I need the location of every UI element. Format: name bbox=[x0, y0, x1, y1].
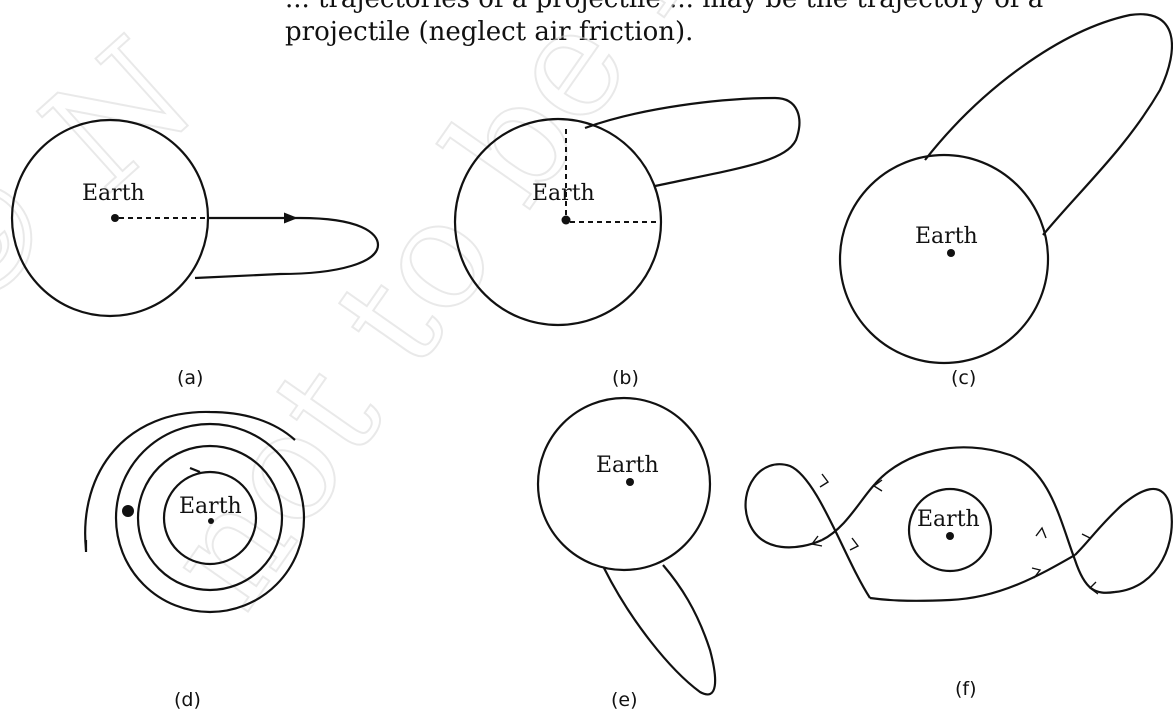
caption-line-1: ... trajectories of a projectile ... may… bbox=[285, 0, 1165, 14]
earth-label-f: Earth bbox=[917, 507, 980, 532]
watermark: © N not to be re bbox=[0, 0, 783, 638]
panel-a bbox=[10, 118, 380, 318]
earth-label-e: Earth bbox=[596, 453, 659, 478]
earth-circle-c bbox=[838, 153, 1050, 365]
panel-label-e: (e) bbox=[611, 689, 638, 711]
caption-line-2: projectile (neglect air friction). bbox=[285, 17, 694, 47]
trajectory-f-top bbox=[874, 446, 1116, 594]
panel-label-a: (a) bbox=[177, 367, 203, 389]
panel-label-f: (f) bbox=[955, 678, 977, 700]
trajectory-b bbox=[584, 96, 801, 188]
earth-center-a bbox=[111, 214, 119, 222]
orbit-middle bbox=[136, 444, 284, 592]
svg-text:not to be re: not to be re bbox=[131, 0, 782, 637]
panel-label-c: (c) bbox=[951, 367, 976, 389]
orbit-outermost-arc bbox=[84, 410, 296, 551]
panel-f bbox=[744, 446, 1173, 602]
trajectory-e bbox=[603, 564, 717, 696]
earth-label-a: Earth bbox=[82, 181, 145, 206]
arrow-f-8 bbox=[1088, 581, 1099, 595]
panel-d bbox=[84, 410, 306, 614]
earth-center-d bbox=[208, 518, 214, 524]
earth-circle-e bbox=[536, 396, 712, 572]
earth-label-d: Earth bbox=[179, 494, 242, 519]
panel-label-b: (b) bbox=[612, 367, 639, 389]
arrow-f-6 bbox=[1081, 533, 1092, 547]
trajectory-f-right-lobe bbox=[1074, 487, 1173, 594]
panel-b bbox=[453, 96, 801, 327]
orbit-outer bbox=[114, 422, 306, 614]
arrow-f-4 bbox=[849, 537, 860, 551]
arrow-f-3 bbox=[810, 535, 823, 547]
earth-center-c bbox=[947, 249, 955, 257]
earth-center-e bbox=[626, 478, 634, 486]
arrow-f-1 bbox=[819, 473, 830, 488]
trajectory-f-left-lobe bbox=[744, 463, 871, 599]
arrow-f-7 bbox=[1031, 567, 1042, 579]
arrow-f-5 bbox=[1035, 526, 1047, 539]
trajectory-f-bottom bbox=[869, 554, 1076, 602]
earth-center-b bbox=[561, 215, 571, 225]
trajectory-c bbox=[924, 13, 1173, 236]
earth-center-f bbox=[946, 532, 954, 540]
orbit-tail bbox=[189, 466, 201, 474]
arrow-f-2 bbox=[872, 479, 883, 492]
earth-label-b: Earth bbox=[532, 181, 595, 206]
panel-e bbox=[536, 396, 717, 696]
panel-c bbox=[838, 13, 1173, 365]
orbit-inner bbox=[162, 470, 258, 566]
trajectory-a bbox=[194, 216, 380, 280]
panel-label-d: (d) bbox=[174, 689, 201, 711]
earth-label-c: Earth bbox=[915, 224, 978, 249]
earth-circle-f bbox=[907, 487, 993, 573]
projectile-dot bbox=[122, 505, 134, 517]
earth-circle-b bbox=[453, 117, 663, 327]
